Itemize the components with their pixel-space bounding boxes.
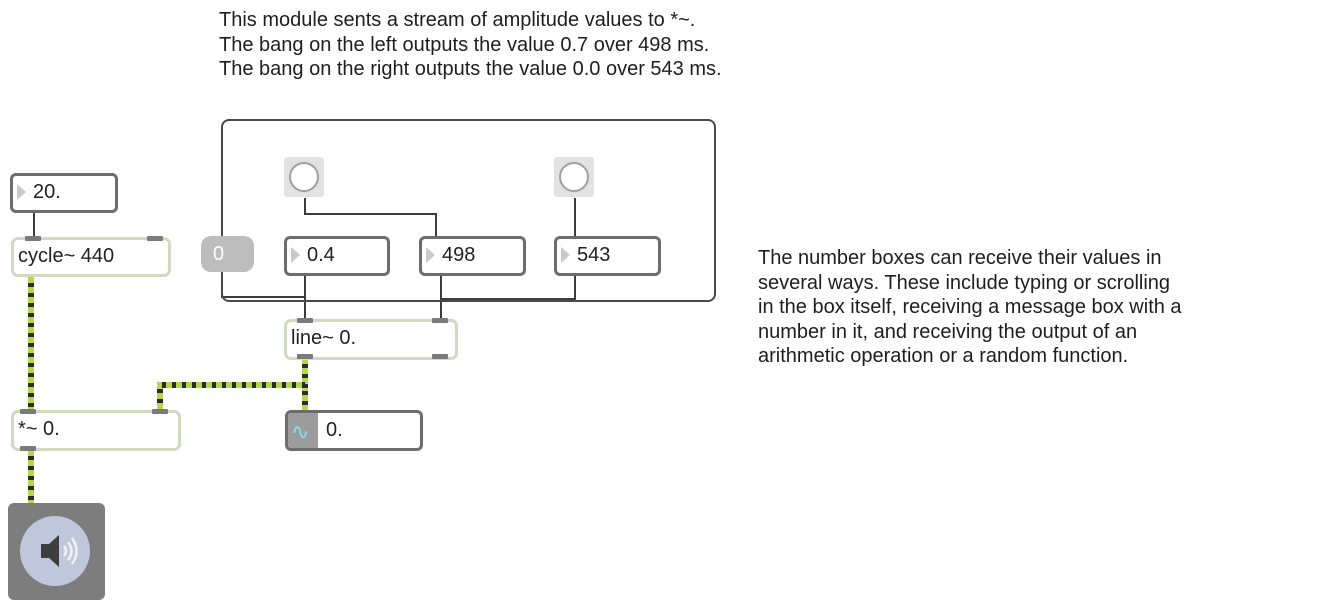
bang-right[interactable] <box>554 157 594 197</box>
cycle-inlet-left[interactable] <box>25 236 41 241</box>
line-object[interactable]: line~ 0. <box>284 319 458 360</box>
target-number-box[interactable]: 0.4 <box>284 236 390 276</box>
cycle-object-label: cycle~ 440 <box>18 245 115 267</box>
time-number-box-left[interactable]: 498 <box>419 236 526 276</box>
signal-number-box[interactable]: ∿ 0. <box>285 410 423 451</box>
multiply-inlet-right[interactable] <box>152 409 168 414</box>
frequency-number-value: 20. <box>33 181 61 203</box>
multiply-object-label: *~ 0. <box>18 418 60 440</box>
bang-icon <box>559 162 589 192</box>
comment-line: The bang on the right outputs the value … <box>219 58 722 80</box>
comment-line: several ways. These include typing or sc… <box>758 271 1171 294</box>
cycle-object[interactable]: cycle~ 440 <box>11 237 171 277</box>
wave-icon: ∿ <box>291 419 310 444</box>
message-box-value: 0 <box>213 243 225 265</box>
comment-line: arithmetic operation or a random functio… <box>758 345 1129 367</box>
comment-line: number in it, and receiving the output o… <box>758 320 1138 343</box>
target-number-value: 0.4 <box>307 244 335 266</box>
ezdac-speaker-button[interactable] <box>8 503 105 600</box>
control-cord[interactable] <box>441 275 576 300</box>
multiply-outlet[interactable] <box>20 446 36 451</box>
grouping-panel <box>221 119 716 302</box>
speaker-disc <box>20 516 90 586</box>
line-outlet-right[interactable] <box>432 354 448 359</box>
speaker-icon <box>41 535 78 567</box>
cycle-inlet-right[interactable] <box>147 236 163 241</box>
multiply-object[interactable]: *~ 0. <box>11 410 181 451</box>
line-inlet-right[interactable] <box>432 318 448 323</box>
comment-line: in the box itself, receiving a message b… <box>758 296 1182 318</box>
number-triangle-icon <box>17 184 26 200</box>
time-number-value-right: 543 <box>577 244 611 266</box>
signal-cord[interactable] <box>157 358 308 410</box>
control-cord[interactable] <box>304 198 437 238</box>
number-triangle-icon <box>426 247 435 263</box>
comment-line: The bang on the left outputs the value 0… <box>219 33 710 56</box>
comment-line: The number boxes can receive their value… <box>758 247 1162 269</box>
multiply-inlet-left[interactable] <box>20 409 36 414</box>
time-number-value-left: 498 <box>442 244 476 266</box>
comment-line: This module sents a stream of amplitude … <box>219 9 696 31</box>
signal-number-value: 0. <box>326 419 343 441</box>
message-box-zero[interactable]: 0 <box>201 236 254 272</box>
signal-strip: ∿ <box>288 413 318 448</box>
bang-icon <box>289 162 319 192</box>
bang-left[interactable] <box>284 157 324 197</box>
time-number-box-right[interactable]: 543 <box>554 236 661 276</box>
signal-cord-shadow <box>157 358 308 410</box>
line-outlet-left[interactable] <box>297 354 313 359</box>
comment-top: This module sents a stream of amplitude … <box>219 8 722 82</box>
line-object-label: line~ 0. <box>291 327 357 349</box>
number-triangle-icon <box>561 247 570 263</box>
comment-right: The number boxes can receive their value… <box>758 246 1182 369</box>
frequency-number-box[interactable]: 20. <box>10 173 118 213</box>
number-triangle-icon <box>291 247 300 263</box>
line-inlet-left[interactable] <box>297 318 313 323</box>
